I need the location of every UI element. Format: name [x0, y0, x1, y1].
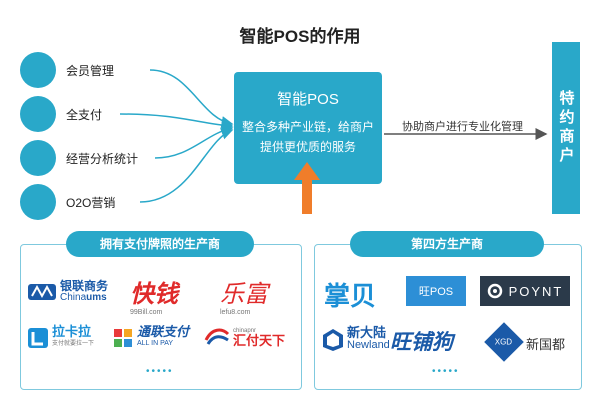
poynt-text: POYNT: [508, 283, 564, 299]
arrow-o2o: [139, 128, 234, 203]
logo-lakala: 拉卡拉 支付就要拉一下: [28, 324, 95, 350]
logo-poynt: POYNT: [480, 276, 570, 306]
smart-pos-line-1: 整合多种产业链，给商户: [242, 120, 375, 134]
logo-kuaiqian: 快钱 99Bill.com: [130, 274, 178, 316]
poynt-mark-icon: [487, 283, 502, 299]
smart-pos-description: 整合多种产业链，给商户 提供更优质的服务: [234, 117, 382, 157]
huifu-sub: chinapnr: [233, 328, 257, 334]
diagram-title: 智能POS的作用: [239, 27, 361, 46]
lakala-text: 拉卡拉: [52, 324, 92, 339]
logo-xindalu: 新大陆 Newland: [322, 326, 390, 352]
huifu-text: 汇付天下: [233, 333, 286, 348]
special-merchant-box: 特约商户: [552, 42, 580, 214]
licensed-manufacturers-header: 拥有支付牌照的生产商: [66, 231, 254, 257]
feature-label-o2o: O2O营销: [66, 196, 116, 210]
logo-lefu: 乐富 lefu8.com: [220, 274, 268, 316]
lakala-mark-icon: [28, 328, 48, 348]
smart-pos-title: 智能POS: [277, 91, 339, 108]
orange-up-arrow-icon: [294, 162, 320, 214]
feature-label-analytics: 经营分析统计: [66, 152, 139, 166]
yinlian-cn: 银联商务: [60, 279, 109, 293]
logo-tonglian: 通联支付 ALL IN PAY: [112, 324, 190, 350]
tonglian-text: 通联支付: [137, 324, 190, 339]
lefu-sub: lefu8.com: [220, 309, 251, 316]
huifu-mark-icon: [204, 328, 230, 345]
assist-label: 协助商户进行专业化管理: [402, 121, 523, 133]
xindalu-mark-icon: [323, 329, 343, 351]
feature-circle-analytics: [20, 140, 56, 176]
feature-label-payment: 全支付: [66, 108, 103, 122]
wangpu-text: 旺铺狗: [390, 331, 453, 354]
xgd-text: XGD: [495, 337, 513, 347]
left-panel-dots: •••••: [146, 366, 174, 377]
zhangbei-text: 掌贝: [324, 281, 377, 311]
smart-pos-line-2: 提供更优质的服务: [259, 140, 356, 154]
arrow-analytics: [154, 124, 234, 159]
xindalu-en: Newland: [347, 339, 390, 351]
fourth-party-header: 第四方生产商: [350, 231, 544, 257]
lefu-text: 乐富: [220, 280, 268, 308]
yinlian-mark-icon: [28, 284, 56, 300]
xgd-cn: 新国都: [526, 337, 566, 352]
logo-gpos: 旺POS: [406, 276, 466, 306]
logo-zhangbei: 掌贝: [324, 276, 376, 313]
feature-circle-payment: [20, 96, 56, 132]
logo-wangpu: 旺铺狗: [390, 326, 453, 356]
logo-huifu: chinapnr 汇付天下: [204, 326, 286, 348]
feature-label-member: 会员管理: [66, 64, 115, 78]
logo-xgd: 新国都: [526, 334, 565, 353]
xindalu-text: 新大陆: [347, 325, 387, 340]
right-panel-dots: •••••: [432, 366, 460, 377]
tonglian-sub: ALL IN PAY: [137, 340, 174, 347]
lakala-sub: 支付就要拉一下: [52, 341, 95, 347]
kuaiqian-sub: 99Bill.com: [130, 309, 163, 316]
feature-circle-o2o: [20, 184, 56, 220]
yinlian-en2: ums: [86, 292, 107, 303]
yinlian-en: China: [60, 292, 87, 303]
feature-circle-member: [20, 52, 56, 88]
fourth-party-panel: [314, 244, 582, 390]
kuaiqian-text: 快钱: [130, 281, 178, 308]
logo-yinlian: 银联商务 Chinaums: [28, 280, 108, 304]
tonglian-mark-icon: [114, 329, 132, 347]
